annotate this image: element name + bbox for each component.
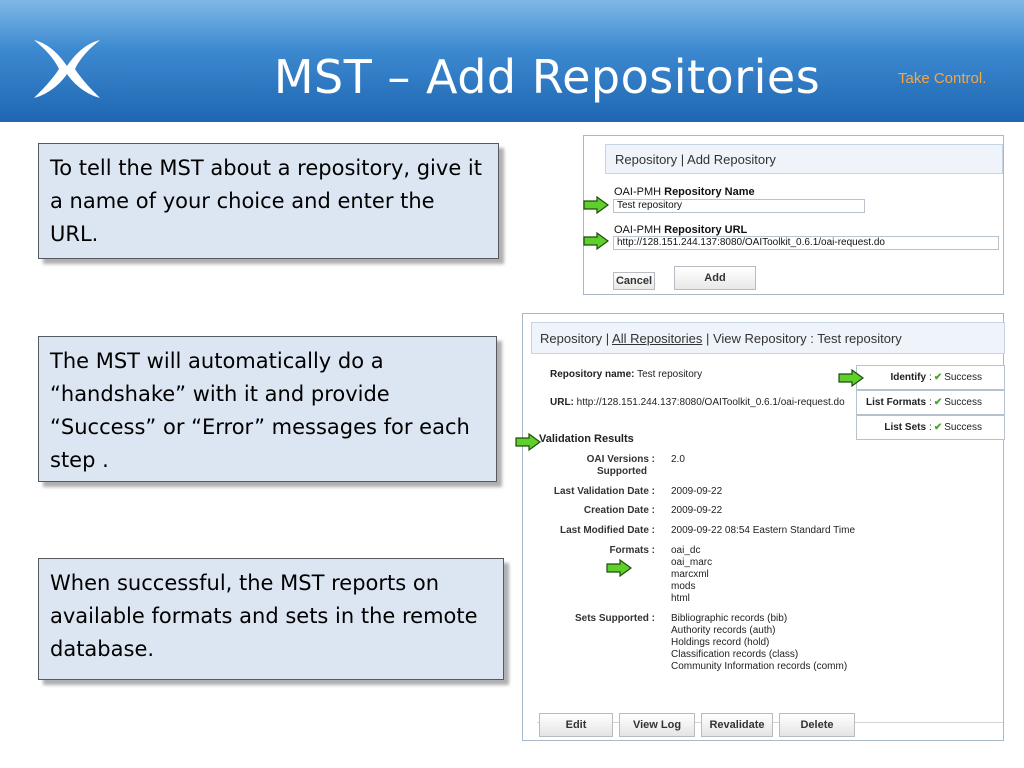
x-mark-logo-icon: [34, 40, 100, 98]
arrow-right-icon: [606, 559, 632, 577]
creation-date-value: 2009-09-22: [671, 505, 723, 516]
arrow-right-icon: [838, 369, 864, 387]
arrow-right-icon: [515, 433, 541, 451]
view-log-button[interactable]: View Log: [619, 713, 695, 737]
note-handshake: The MST will automatically do a “handsha…: [38, 336, 497, 482]
list-item: Authority records (auth): [671, 625, 776, 636]
list-item: Holdings record (hold): [671, 637, 770, 648]
slogan-text: Take Control.: [898, 70, 987, 87]
edit-button[interactable]: Edit: [539, 713, 613, 737]
last-modified-label: Last Modified Date :: [559, 525, 655, 536]
cancel-button[interactable]: Cancel: [613, 272, 655, 290]
list-item: Bibliographic records (bib): [671, 613, 788, 624]
list-item: oai_dc: [671, 545, 701, 556]
formats-list: oai_dc oai_marc marcxml mods html: [671, 545, 712, 605]
check-icon: ✔: [933, 372, 943, 383]
check-icon: ✔: [933, 422, 943, 433]
slide-title: MST – Add Repositories: [273, 50, 821, 104]
oai-versions-value: 2.0: [671, 454, 685, 465]
validation-results-title: Validation Results: [539, 433, 634, 445]
last-modified-value: 2009-09-22 08:54 Eastern Standard Time: [671, 525, 856, 536]
sets-supported-label: Sets Supported :: [574, 613, 655, 624]
check-icon: ✔: [933, 397, 943, 408]
list-item: Community Information records (comm): [671, 661, 848, 672]
list-item: mods: [671, 581, 696, 592]
add-repository-panel: Repository | Add Repository OAI-PMH Repo…: [583, 135, 1004, 295]
list-item: Classification records (class): [671, 649, 799, 660]
status-list-sets: List Sets : ✔Success: [856, 415, 1005, 440]
note-name-and-url: To tell the MST about a repository, give…: [38, 143, 499, 259]
repository-url-label: OAI-PMH Repository URL: [614, 224, 748, 236]
repository-name-row: Repository name: Test repository: [550, 369, 703, 380]
repository-url-input[interactable]: http://128.151.244.137:8080/OAIToolkit_0…: [613, 236, 999, 250]
revalidate-button[interactable]: Revalidate: [701, 713, 773, 737]
last-validation-value: 2009-09-22: [671, 486, 723, 497]
arrow-right-icon: [583, 232, 609, 250]
repository-url-row: URL: http://128.151.244.137:8080/OAITool…: [550, 397, 845, 408]
formats-label: Formats :: [609, 545, 655, 556]
arrow-right-icon: [583, 196, 609, 214]
list-item: html: [671, 593, 690, 604]
list-item: marcxml: [671, 569, 709, 580]
repository-name-input[interactable]: Test repository: [613, 199, 865, 213]
delete-button[interactable]: Delete: [779, 713, 855, 737]
sets-list: Bibliographic records (bib) Authority re…: [671, 613, 847, 673]
view-repository-breadcrumb: Repository | All Repositories | View Rep…: [531, 322, 1005, 354]
last-validation-label: Last Validation Date :: [553, 486, 655, 497]
all-repositories-link[interactable]: All Repositories: [612, 331, 703, 346]
status-identify: Identify : ✔Success: [856, 365, 1005, 390]
view-repository-panel: Repository | All Repositories | View Rep…: [522, 313, 1005, 741]
add-repository-breadcrumb: Repository | Add Repository: [605, 144, 1003, 174]
creation-date-label: Creation Date :: [583, 505, 655, 516]
slide-header: MST – Add Repositories Take Control.: [0, 0, 1024, 122]
repository-name-label: OAI-PMH Repository Name: [614, 186, 755, 198]
note-formats-and-sets: When successful, the MST reports on avai…: [38, 558, 504, 680]
add-button[interactable]: Add: [674, 266, 756, 290]
status-list-formats: List Formats : ✔Success: [856, 390, 1005, 415]
oai-versions-label: OAI Versions : Supported: [586, 454, 655, 477]
list-item: oai_marc: [671, 557, 713, 568]
